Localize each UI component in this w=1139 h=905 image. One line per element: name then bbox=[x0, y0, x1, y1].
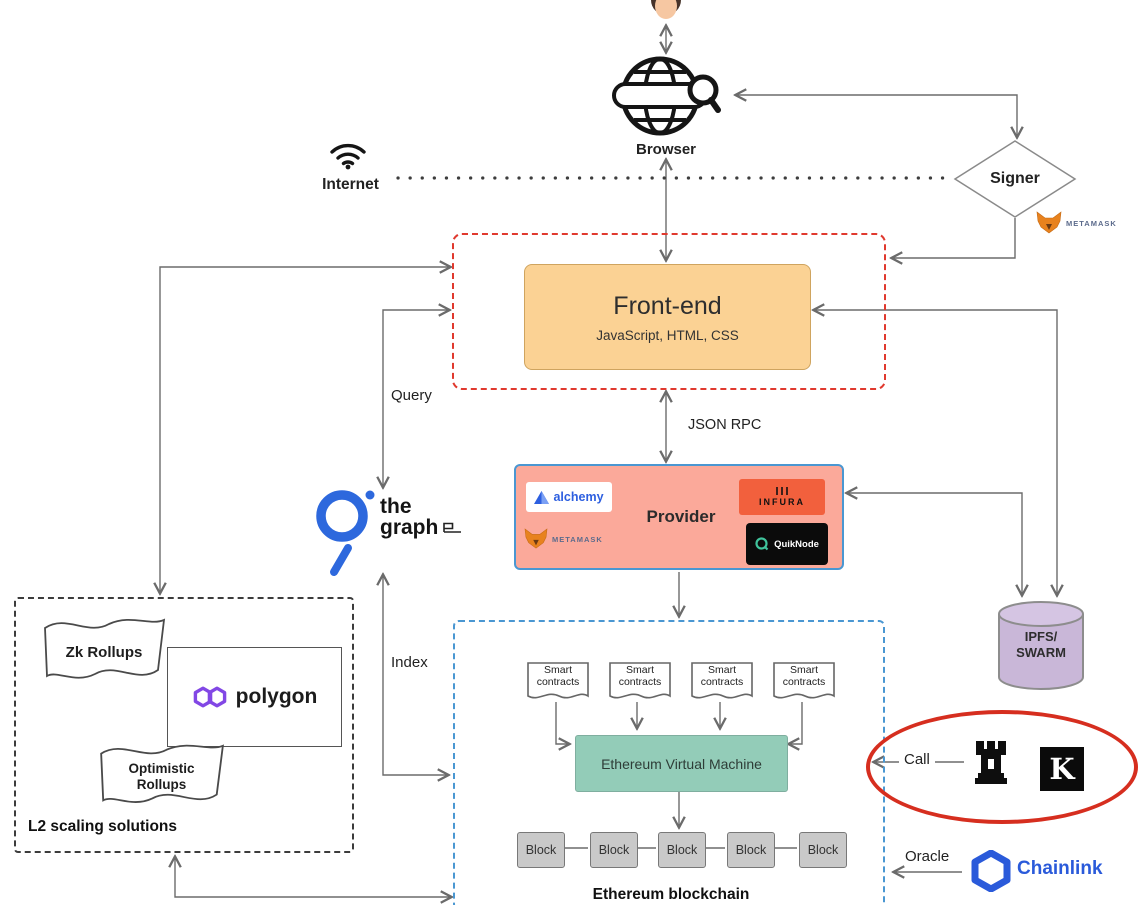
alchemy-logo: alchemy bbox=[526, 482, 612, 512]
ethereum-region-title: Ethereum blockchain bbox=[592, 886, 750, 903]
optimistic-rollups-label: Optimistic Rollups bbox=[128, 761, 195, 792]
zk-rollups-banner: Zk Rollups bbox=[38, 613, 170, 691]
ipfs-label-line2: SWARM bbox=[1016, 645, 1066, 660]
polygon-label: polygon bbox=[235, 685, 318, 708]
block-node: Block bbox=[590, 832, 638, 868]
thegraph-word-graph: graph bbox=[380, 516, 439, 539]
block-node: Block bbox=[799, 832, 847, 868]
frontend-subtitle: JavaScript, HTML, CSS bbox=[596, 327, 739, 343]
block-node: Block bbox=[517, 832, 565, 868]
polygon-icon bbox=[193, 686, 226, 708]
diamond-shape bbox=[953, 140, 1077, 218]
metamask-label: METAMASK bbox=[552, 534, 603, 544]
l2-region-title: L2 scaling solutions bbox=[28, 818, 177, 835]
smart-contract-label: Smart contracts bbox=[618, 664, 662, 688]
smart-contract-node: Smart contracts bbox=[526, 660, 590, 706]
smart-contract-label: Smart contracts bbox=[700, 664, 744, 688]
chainlink-icon bbox=[971, 849, 1011, 893]
document-shape bbox=[609, 662, 671, 699]
metamask-fox-icon bbox=[1036, 211, 1062, 234]
internet-label: Internet bbox=[322, 176, 379, 193]
ipfs-swarm-node: IPFS/ SWARM bbox=[995, 599, 1087, 693]
frontend-node: Front-end JavaScript, HTML, CSS bbox=[524, 264, 811, 370]
evm-node: Ethereum Virtual Machine bbox=[575, 735, 788, 792]
polygon-node: polygon bbox=[167, 647, 342, 747]
document-shape bbox=[527, 662, 589, 699]
document-shape bbox=[773, 662, 835, 699]
oracle-edge-label: Oracle bbox=[901, 848, 954, 865]
smart-contract-label: Smart contracts bbox=[782, 664, 826, 688]
banner-shape bbox=[100, 744, 224, 803]
quiknode-logo: QuikNode bbox=[746, 523, 828, 565]
block-node: Block bbox=[658, 832, 706, 868]
call-annotation-ellipse bbox=[866, 710, 1138, 824]
infura-icon bbox=[776, 487, 788, 495]
infura-logo: INFURA bbox=[739, 479, 825, 515]
smart-contract-label: Smart contracts bbox=[536, 664, 580, 688]
optimistic-rollups-banner: Optimistic Rollups bbox=[94, 739, 229, 815]
wifi-icon bbox=[328, 140, 368, 170]
block-node: Block bbox=[727, 832, 775, 868]
infura-label: INFURA bbox=[759, 497, 805, 507]
user-avatar bbox=[646, 0, 686, 24]
banner-shape bbox=[44, 618, 166, 679]
metamask-fox-icon bbox=[524, 528, 548, 549]
smart-contract-node: Smart contracts bbox=[690, 660, 754, 706]
l2-scaling-region: Zk Rollups polygon Optimistic Rollups L2… bbox=[14, 597, 354, 853]
call-edge-label: Call bbox=[899, 751, 935, 768]
browser-label: Browser bbox=[635, 141, 697, 158]
smart-contract-node: Smart contracts bbox=[608, 660, 672, 706]
provider-title: Provider bbox=[646, 507, 716, 526]
thegraph-wordmark: the graph bbox=[380, 496, 463, 538]
query-edge-label: Query bbox=[391, 387, 432, 404]
document-shape bbox=[691, 662, 753, 699]
chainlink-label: Chainlink bbox=[1017, 858, 1103, 879]
flag-icon bbox=[443, 522, 462, 533]
frontend-title: Front-end bbox=[613, 291, 722, 320]
thegraph-word-the: the bbox=[380, 495, 412, 518]
signer-node: Signer bbox=[953, 139, 1077, 219]
metamask-signer-badge: METAMASK bbox=[1036, 211, 1117, 235]
signer-label: Signer bbox=[990, 170, 1040, 187]
quiknode-label: QuikNode bbox=[774, 538, 819, 550]
provider-node: alchemy Provider INFURA METAMASK QuikNod… bbox=[514, 464, 844, 570]
quiknode-q-icon bbox=[755, 537, 769, 551]
ipfs-label-line1: IPFS/ bbox=[1024, 629, 1058, 644]
frontend-dashed-region bbox=[452, 233, 886, 390]
alchemy-triangle-icon bbox=[534, 490, 550, 504]
ethereum-blockchain-region: Smart contracts Smart contracts Smart co… bbox=[453, 620, 885, 905]
browser-icon bbox=[610, 50, 722, 142]
index-edge-label: Index bbox=[391, 654, 428, 671]
smart-contract-node: Smart contracts bbox=[772, 660, 836, 706]
cylinder-shape bbox=[998, 601, 1084, 690]
keeper-castle-icon bbox=[973, 741, 1009, 787]
metamask-provider-badge: METAMASK bbox=[524, 528, 603, 550]
zk-rollups-label: Zk Rollups bbox=[65, 643, 143, 661]
thegraph-icon bbox=[312, 486, 382, 581]
alchemy-label: alchemy bbox=[553, 490, 604, 504]
json-rpc-edge-label: JSON RPC bbox=[688, 417, 762, 433]
blackletter-k-icon: K bbox=[1040, 747, 1084, 791]
metamask-label: METAMASK bbox=[1066, 218, 1117, 228]
